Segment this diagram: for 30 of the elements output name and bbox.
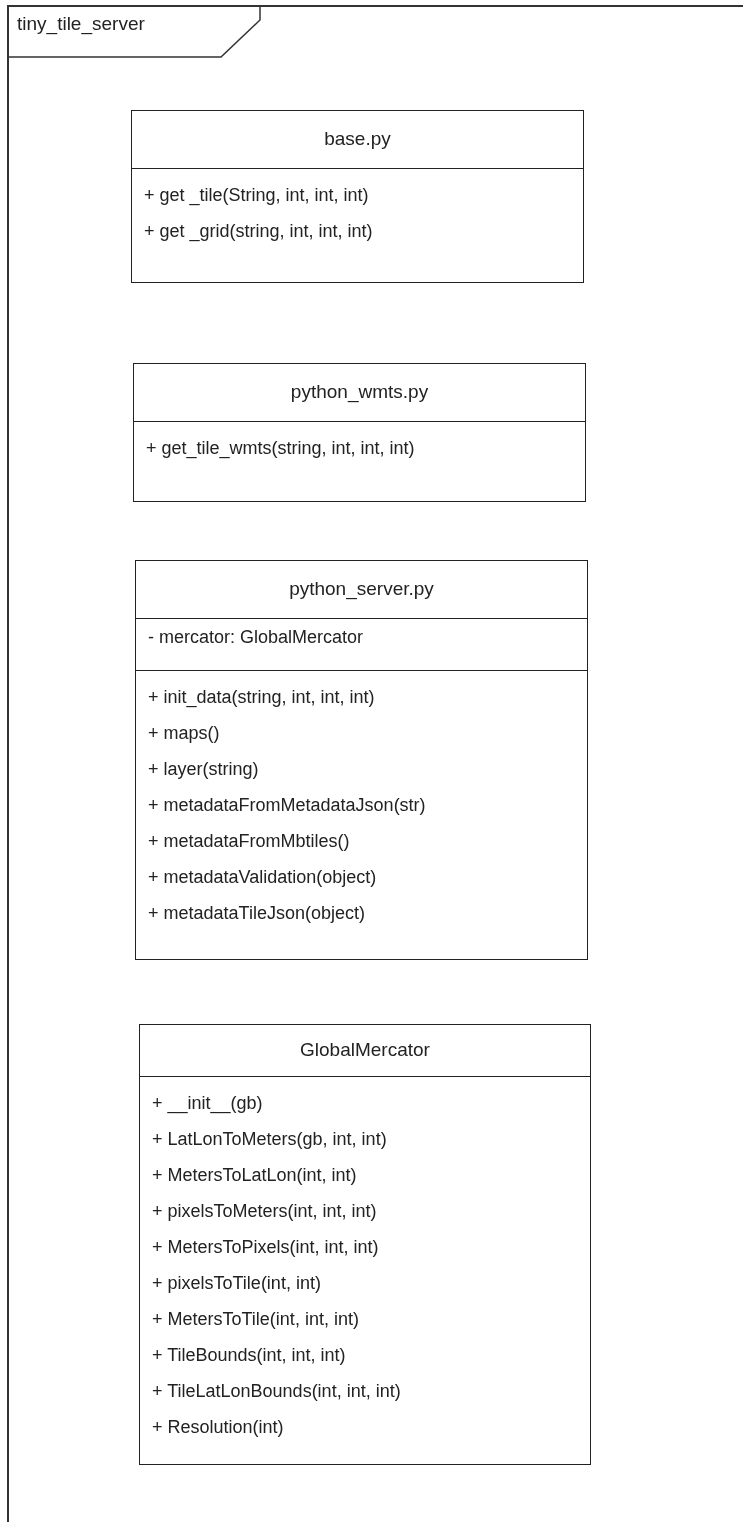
package-frame (7, 5, 743, 1522)
method-signature: + Resolution(int) (152, 1416, 284, 1439)
method-signature: + maps() (148, 722, 220, 745)
method-signature: + metadataValidation(object) (148, 866, 377, 889)
method-signature: + TileBounds(int, int, int) (152, 1344, 346, 1367)
method-signature: + LatLonToMeters(gb, int, int) (152, 1128, 387, 1151)
method-signature: + metadataTileJson(object) (148, 902, 365, 925)
method-signature: + get_tile_wmts(string, int, int, int) (146, 437, 415, 461)
method-signature: + init_data(string, int, int, int) (148, 686, 375, 710)
method-signature: + metadataFromMetadataJson(str) (148, 794, 426, 817)
method-signature: + MetersToPixels(int, int, int) (152, 1236, 379, 1259)
method-signature: + pixelsToTile(int, int) (152, 1272, 321, 1295)
class-box (135, 560, 588, 960)
class-box (131, 110, 584, 283)
class-name: GlobalMercator (299, 1038, 431, 1061)
method-signature: + metadataFromMbtiles() (148, 830, 350, 853)
attribute-signature: - mercator: GlobalMercator (148, 626, 364, 649)
method-signature: + get _tile(String, int, int, int) (144, 184, 369, 208)
class-name: python_wmts.py (289, 380, 430, 403)
method-signature: + get _grid(string, int, int, int) (144, 220, 373, 244)
package-name: tiny_tile_server (17, 13, 145, 35)
method-signature: + pixelsToMeters(int, int, int) (152, 1200, 377, 1223)
method-signature: + MetersToTile(int, int, int) (152, 1308, 359, 1331)
method-signature: + layer(string) (148, 758, 259, 781)
class-name: python_server.py (288, 577, 435, 600)
method-signature: + MetersToLatLon(int, int) (152, 1164, 357, 1187)
method-signature: + __init__(gb) (152, 1092, 263, 1116)
class-name: base.py (323, 127, 392, 150)
method-signature: + TileLatLonBounds(int, int, int) (152, 1380, 401, 1403)
class-box (133, 363, 586, 502)
